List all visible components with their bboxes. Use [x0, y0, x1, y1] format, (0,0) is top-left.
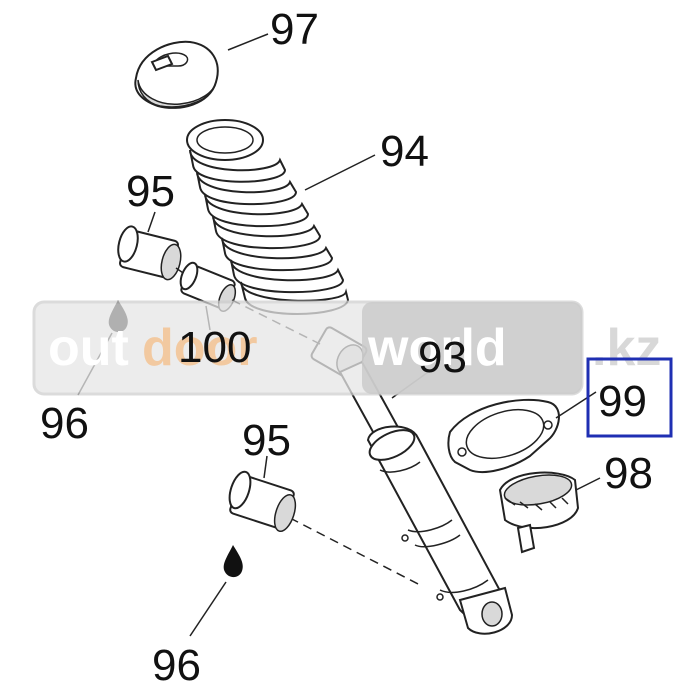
- watermark-text-world: world: [367, 319, 507, 377]
- watermark-banner: out door world .kz: [32, 300, 661, 396]
- bushing-95-upper: [117, 225, 182, 281]
- highlight-box-99: [586, 357, 673, 438]
- callout-95-lower: 95: [242, 416, 291, 465]
- spacer-100: [179, 261, 237, 312]
- leader-97: [227, 33, 269, 51]
- watermark-text-out: out: [48, 319, 129, 377]
- leader-98: [575, 477, 601, 491]
- align-line-upper-a: [175, 267, 187, 276]
- coil-spring-94: [186, 119, 350, 315]
- callout-97: 97: [270, 5, 319, 54]
- leader-94: [304, 154, 376, 191]
- callout-96-lower: 96: [152, 641, 201, 690]
- bushing-95-lower: [228, 470, 297, 533]
- leader-95-upper: [147, 211, 156, 233]
- callout-95-upper: 95: [126, 167, 175, 216]
- callout-96-upper: 96: [40, 399, 89, 448]
- leader-96-lower: [189, 581, 227, 637]
- leader-95-lower: [263, 455, 268, 479]
- retaining-plate-99: [447, 398, 560, 474]
- align-line-lower: [289, 517, 421, 586]
- watermark-text-door: door: [142, 319, 258, 377]
- grease-drop-icon: [223, 545, 243, 578]
- callout-99: 99: [598, 377, 647, 426]
- shock-absorber-93: [338, 360, 514, 635]
- callout-94: 94: [380, 127, 429, 176]
- callout-100: 100: [178, 323, 251, 372]
- spring-seat-washer-97: [134, 40, 219, 109]
- adjuster-nut-98: [498, 471, 580, 554]
- callout-93: 93: [418, 333, 467, 382]
- callout-98: 98: [604, 449, 653, 498]
- leader-99: [555, 391, 597, 419]
- watermark-text-kz: .kz: [592, 319, 661, 377]
